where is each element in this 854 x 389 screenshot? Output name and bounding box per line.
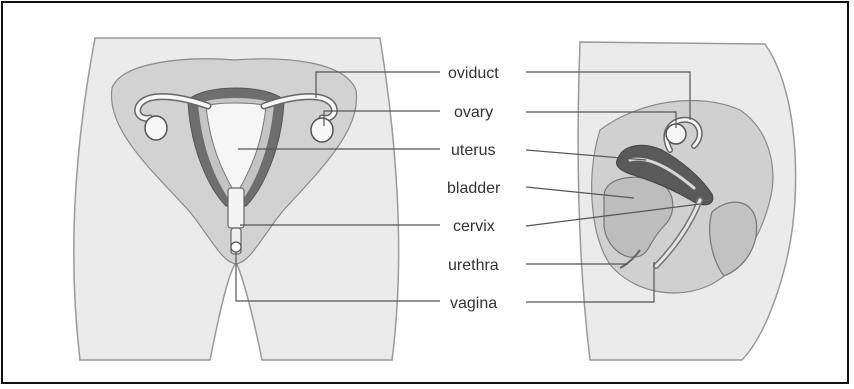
front-ovary-left (145, 116, 167, 140)
front-cervix (228, 188, 244, 228)
label-bladder: bladder (447, 180, 501, 197)
front-vaginal-opening (231, 242, 241, 252)
label-uterus: uterus (451, 142, 495, 159)
labels: oviduct ovary uterus bladder cervix uret… (447, 65, 501, 312)
side-view (578, 42, 795, 360)
label-ovary: ovary (454, 104, 493, 121)
label-cervix: cervix (453, 218, 495, 235)
label-vagina: vagina (450, 295, 497, 312)
label-oviduct: oviduct (448, 65, 499, 82)
front-ovary-right (311, 118, 333, 142)
label-urethra: urethra (448, 257, 499, 274)
front-view (74, 38, 399, 360)
